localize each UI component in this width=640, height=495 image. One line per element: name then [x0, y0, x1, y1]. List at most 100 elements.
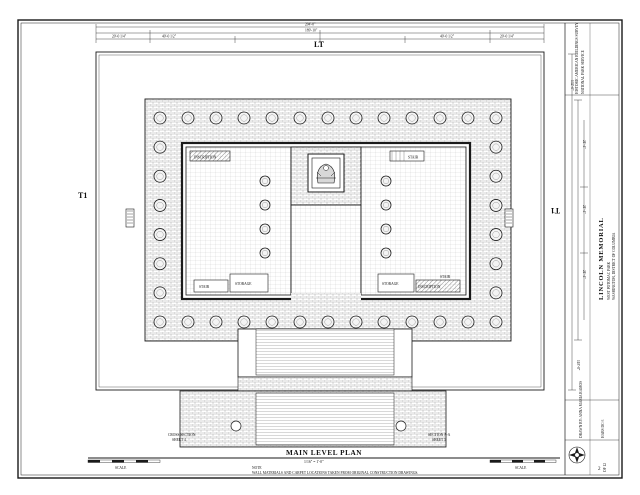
colonnade-column — [293, 315, 307, 329]
graphic-scale-left-caption: SCALE — [115, 466, 127, 470]
colonnade-column — [349, 111, 363, 125]
title-block-project: LINCOLN MEMORIAL — [598, 217, 605, 300]
colonnade-column — [153, 199, 167, 212]
colonnade-column — [433, 315, 447, 329]
interior-column — [380, 223, 392, 235]
interior-column — [380, 175, 392, 187]
colonnade-column — [377, 315, 391, 329]
colonnade-column — [489, 199, 503, 212]
colonnade-column — [265, 111, 279, 125]
section-marker-right — [504, 208, 514, 228]
room-stair-sw-label: STAIR — [199, 285, 210, 289]
note-heading: NOTE — [252, 466, 262, 470]
room-inscription-nw-label: INSCRIPTION — [194, 156, 217, 160]
colonnade-column — [489, 315, 503, 329]
dim-right-seg-1: 21'-4" — [582, 140, 586, 149]
dim-top-seg-3: 40'-0 1/2" — [440, 35, 455, 39]
colonnade-column — [489, 169, 503, 183]
room-storage-sw: STORAGE — [229, 273, 269, 293]
colonnade-column — [153, 111, 167, 125]
colonnade-column — [489, 228, 503, 241]
colonnade-column — [153, 257, 167, 271]
colonnade-column — [153, 315, 167, 329]
room-stair-n-label: STAIR — [408, 156, 419, 160]
dim-right-seg-2: 21'-4" — [582, 205, 586, 214]
room-storage-se: STORAGE — [377, 273, 415, 293]
section-top-label: LT — [314, 40, 325, 49]
interior-column — [380, 247, 392, 259]
colonnade-column — [433, 111, 447, 125]
colonnade-column — [461, 315, 475, 329]
interior-columns — [259, 175, 392, 259]
colonnade-column — [181, 111, 195, 125]
colonnade-column — [265, 315, 279, 329]
title-block-city: WEST POTOMAC PARK — [607, 261, 611, 300]
colonnade-column — [153, 286, 167, 300]
section-aa-title: SECTION A-A — [428, 433, 451, 437]
room-stair-sw: STAIR — [193, 279, 229, 293]
sheet-inner-border — [20, 22, 620, 476]
title-block-delineator: DRAWN BY: ANNA MARIA RAMOS — [579, 381, 583, 438]
colonnade-column — [153, 228, 167, 241]
colonnade-column — [489, 286, 503, 300]
cella-entrance-opening — [291, 293, 361, 301]
title-block-location: WASHINGTON, DISTRICT OF COLUMBIA — [612, 232, 617, 300]
dim-right-overall: 132'-0" — [570, 80, 574, 91]
top-dimensions: 204'-0" 189'-10" 20'-0 1/4" 40'-0 1/2" 4… — [95, 23, 545, 43]
dim-top-overall: 204'-0" — [305, 23, 316, 27]
drawing-title-scale: 1/16" = 1'-0" — [304, 460, 324, 464]
graphic-scale-right-caption: SCALE — [515, 466, 527, 470]
room-inscription-se: INSCRIPTION — [415, 279, 461, 293]
dim-top-seg-2: 40'-0 1/2" — [162, 35, 177, 39]
colonnade-column — [321, 111, 335, 125]
title-block-survey: HISTORIC AMERICAN BUILDINGS SURVEY — [575, 22, 579, 94]
title-block: HISTORIC AMERICAN BUILDINGS SURVEY NATIO… — [564, 22, 619, 475]
colonnade-column — [405, 111, 419, 125]
colonnade-column — [293, 111, 307, 125]
room-storage-sw-label: STORAGE — [235, 282, 252, 286]
dim-right-second: 118'-8" — [576, 360, 580, 371]
cross-section-title: CROSS SECTION — [168, 433, 196, 437]
sheet-outer-border — [17, 19, 623, 479]
room-stair-n: STAIR — [389, 150, 425, 162]
approach-stairs — [179, 328, 447, 448]
dim-top-seg-4: 20'-0 1/4" — [500, 35, 515, 39]
graphic-scale-left: SCALE — [87, 459, 161, 470]
colonnade-column — [209, 111, 223, 125]
colonnade-column — [349, 315, 363, 329]
drawing-title: MAIN LEVEL PLAN — [286, 449, 362, 457]
colonnade-column — [237, 111, 251, 125]
room-inscription-se-label: INSCRIPTION — [418, 285, 441, 289]
section-aa-sheet: SHEET 5 — [432, 438, 446, 442]
right-dimensions — [568, 53, 588, 391]
colonnade-column — [405, 315, 419, 329]
colonnade-column — [321, 315, 335, 329]
dim-top-seg-1: 20'-0 1/4" — [112, 35, 127, 39]
interior-column — [259, 175, 271, 187]
colonnade-column — [489, 140, 503, 154]
title-block-sheet-of: OF 12 — [603, 463, 607, 472]
section-left-label: T1 — [78, 191, 87, 200]
section-right-label: T1 — [551, 206, 560, 215]
colonnade-column — [153, 169, 167, 183]
colonnade-column — [209, 315, 223, 329]
colonnade-column — [461, 111, 475, 125]
title-block-code: HABS DC-3 — [601, 419, 605, 438]
note-text: WALL MATERIALS AND CARPET LOCATIONS TAKE… — [252, 471, 418, 475]
section-marker-left — [125, 208, 135, 228]
habs-seal-icon — [568, 446, 586, 464]
interior-column — [259, 247, 271, 259]
interior-column — [259, 199, 271, 211]
title-block-agency: NATIONAL PARK SERVICE — [581, 49, 585, 94]
room-storage-se-label: STORAGE — [382, 282, 399, 286]
colonnade-column — [237, 315, 251, 329]
colonnade-column — [153, 140, 167, 154]
title-block-sheet-no: 2 — [598, 467, 601, 472]
colonnade-column — [377, 111, 391, 125]
interior-column — [380, 199, 392, 211]
dim-right-seg-3: 21'-4" — [582, 270, 586, 279]
graphic-scale-right: SCALE — [489, 459, 557, 470]
interior-column — [259, 223, 271, 235]
colonnade-column — [489, 111, 503, 125]
